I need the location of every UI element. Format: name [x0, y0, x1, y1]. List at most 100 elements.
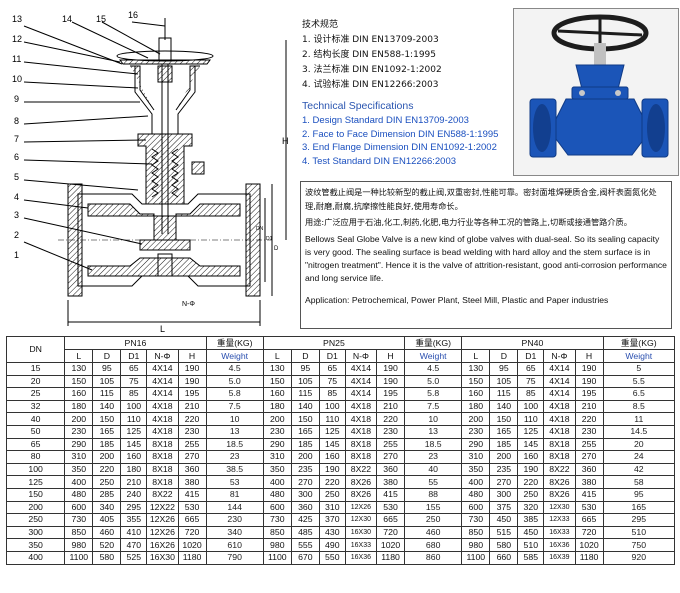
cell-pn16-n-phi: 8X22: [146, 487, 179, 502]
cell-pn16-d: 150: [92, 412, 122, 426]
cell-pn25-h: 220: [376, 412, 406, 426]
cell-pn25-h: 360: [376, 462, 406, 477]
header-pn16: PN16: [64, 336, 207, 350]
cell-pn40-d: 450: [489, 513, 519, 527]
cell-dn: 15: [5, 362, 66, 376]
cell-pn25-l: 730: [262, 513, 292, 527]
cell-pn40-d: 200: [489, 450, 519, 464]
valve-cross-section-drawing: 13 14 15 16 12 11 10 9 8 7 6 5 4 3 2 1 H…: [12, 10, 289, 334]
cell-weight-pn25: 88: [404, 487, 463, 502]
cell-dn: 32: [5, 399, 66, 414]
cell-pn40-d1: 75: [517, 374, 545, 389]
cell-pn40-l: 130: [461, 362, 491, 376]
cell-pn16-l: 200: [64, 412, 94, 426]
cell-pn16-h: 270: [177, 450, 207, 464]
cell-pn25-d1: 310: [318, 500, 346, 515]
cell-pn16-l: 290: [64, 437, 94, 452]
cell-pn40-l: 160: [461, 387, 491, 401]
cell-pn16-n-phi: 8X18: [146, 437, 179, 452]
spec-cn-title: 技术规范: [302, 20, 339, 30]
cell-pn16-n-phi: 12X26: [146, 525, 179, 540]
cell-pn16-n-phi: 4X14: [146, 362, 179, 376]
cell-pn25-l: 230: [262, 424, 292, 439]
cell-pn25-d1: 430: [318, 525, 346, 540]
cell-dn: 125: [5, 475, 66, 489]
cell-pn25-l: 400: [262, 475, 292, 489]
spec-en-title: Technical Specifications: [302, 100, 414, 112]
cell-pn16-l: 980: [64, 538, 94, 552]
description-application: Application: Petrochemical, Power Plant,…: [305, 295, 609, 305]
cell-weight-pn40: 95: [602, 487, 676, 502]
cell-pn25-h: 255: [376, 437, 406, 452]
cell-pn40-h: 665: [574, 513, 604, 527]
cell-pn16-n-phi: 12X22: [146, 500, 179, 515]
cell-weight-pn16: 18.5: [205, 437, 264, 452]
cell-pn16-d1: 75: [120, 374, 148, 389]
cell-pn40-d: 580: [489, 538, 519, 552]
header-weight-en: Weight: [404, 349, 463, 363]
cell-weight-pn16: 610: [205, 538, 264, 552]
cell-pn16-h: 190: [177, 362, 207, 376]
spec-en-item: 1. Design Standard DIN EN13709-2003: [302, 114, 469, 126]
cell-pn16-d: 95: [92, 362, 122, 376]
cell-pn25-d: 140: [290, 399, 320, 414]
valve-product-photo: [513, 8, 679, 176]
cell-pn40-n-phi: 16X36: [543, 538, 576, 552]
cell-pn16-d1: 160: [120, 450, 148, 464]
cell-pn16-l: 600: [64, 500, 94, 515]
cell-weight-pn25: 5.0: [404, 374, 463, 389]
header-pn25: PN25: [262, 336, 406, 350]
cell-pn25-h: 230: [376, 424, 406, 439]
cell-pn40-d: 375: [489, 500, 519, 515]
cell-pn40-l: 980: [461, 538, 491, 552]
cell-pn16-h: 1020: [177, 538, 207, 552]
cell-weight-pn40: 295: [602, 513, 676, 527]
cell-pn16-l: 480: [64, 487, 94, 502]
cell-pn40-h: 360: [574, 462, 604, 477]
cell-pn16-d: 140: [92, 399, 122, 414]
header-weight-en: Weight: [205, 349, 264, 363]
cell-weight-pn16: 340: [205, 525, 264, 540]
cell-pn40-l: 200: [461, 412, 491, 426]
cell-pn16-l: 350: [64, 462, 94, 477]
cell-pn16-n-phi: 4X14: [146, 374, 179, 389]
cell-pn40-l: 730: [461, 513, 491, 527]
cell-pn25-n-phi: 4X18: [344, 412, 378, 426]
cell-pn16-h: 380: [177, 475, 207, 489]
cell-pn25-l: 200: [262, 412, 292, 426]
cell-weight-pn16: 23: [205, 450, 264, 464]
cell-pn16-d: 165: [92, 424, 122, 439]
cell-pn16-d1: 65: [120, 362, 148, 376]
cell-pn25-h: 1020: [376, 538, 406, 552]
dim-nphi-label: N-Φ: [182, 301, 195, 308]
cell-weight-pn16: 5.8: [205, 387, 264, 401]
cell-pn40-d1: 320: [517, 500, 545, 515]
cell-pn16-d1: 180: [120, 462, 148, 477]
cell-pn40-d1: 125: [517, 424, 545, 439]
cell-pn40-d: 105: [489, 374, 519, 389]
cell-pn40-d1: 450: [517, 525, 545, 540]
cell-weight-pn25: 55: [404, 475, 463, 489]
cell-pn16-d: 460: [92, 525, 122, 540]
cell-pn25-h: 1180: [376, 550, 406, 565]
cell-pn40-d: 185: [489, 437, 519, 452]
cell-pn25-d: 235: [290, 462, 320, 477]
cell-weight-pn16: 81: [205, 487, 264, 502]
header-weight-en: Weight: [602, 349, 676, 363]
cell-pn25-n-phi: 8X26: [344, 487, 378, 502]
cell-pn25-l: 130: [262, 362, 292, 376]
cell-pn25-d: 115: [290, 387, 320, 401]
cell-pn40-n-phi: 8X26: [543, 487, 576, 502]
cell-weight-pn16: 7.5: [205, 399, 264, 414]
cell-pn25-d: 165: [290, 424, 320, 439]
description-cn-intro: 波纹管截止阀是一种比较新型的截止阀,双重密封,性能可靠。密封面堆焊硬质合金,阀杆…: [305, 187, 657, 211]
cell-pn25-d: 670: [290, 550, 320, 565]
spec-en-item: 3. End Flange Dimension DIN EN1092-1:200…: [302, 142, 497, 154]
cell-pn25-d: 270: [290, 475, 320, 489]
table-header-row-2: L D D1 N-Φ H Weight L D D1 N-Φ H Weight …: [7, 349, 676, 363]
cell-pn40-d1: 250: [517, 487, 545, 502]
